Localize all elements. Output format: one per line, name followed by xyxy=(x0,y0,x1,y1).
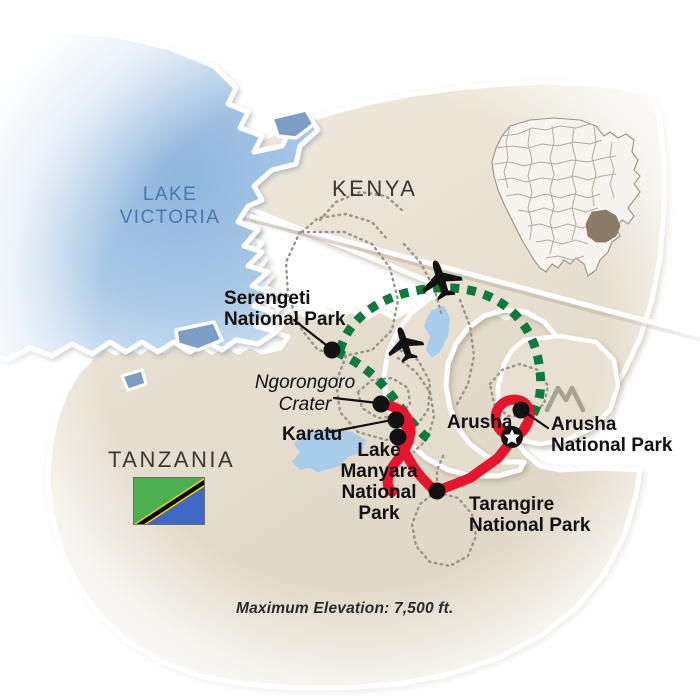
tanzania-flag-svg xyxy=(134,478,204,524)
inset-tanzania-highlight xyxy=(585,209,621,243)
africa-inset-map xyxy=(491,117,641,277)
tanzania-flag xyxy=(133,477,205,525)
flag-yellow-stripe-b xyxy=(134,478,204,524)
